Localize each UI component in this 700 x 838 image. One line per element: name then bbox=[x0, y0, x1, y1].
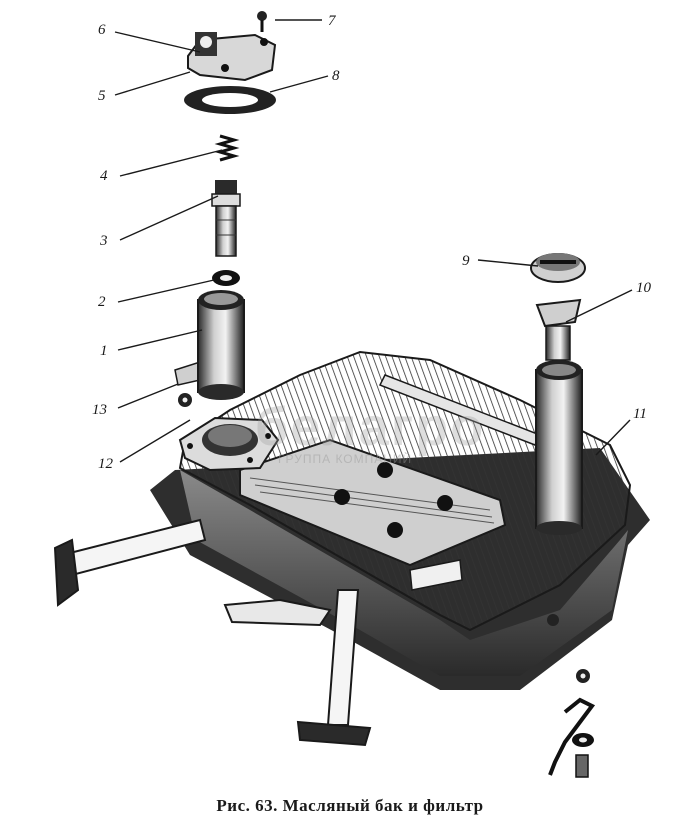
callout-numbers: 6 7 5 8 4 3 2 1 13 12 9 10 11 bbox=[92, 13, 652, 472]
tank-rib-panel bbox=[239, 438, 507, 567]
callout-8: 8 bbox=[332, 68, 340, 84]
tank-front-fitting bbox=[409, 559, 463, 591]
callout-1: 1 bbox=[100, 343, 108, 359]
tank-side-plug bbox=[547, 614, 559, 626]
callout-13: 13 bbox=[92, 402, 107, 418]
tank-side-wall bbox=[180, 470, 628, 676]
watermark-subtitle: ГРУППА КОМПАНИЙ bbox=[278, 452, 413, 466]
gasket-8 bbox=[184, 86, 276, 114]
front-strap-foot bbox=[296, 720, 372, 747]
filler-strainer-10 bbox=[535, 298, 582, 361]
callout-3: 3 bbox=[99, 233, 108, 249]
bracket bbox=[223, 598, 332, 627]
filler-neck-11 bbox=[535, 360, 583, 535]
front-strap bbox=[326, 589, 360, 726]
drain-bolt bbox=[575, 754, 589, 778]
figure-caption: Рис. 63. Масляный бак и фильтр bbox=[216, 796, 484, 815]
callout-4: 4 bbox=[100, 168, 108, 184]
filter-element-3 bbox=[211, 180, 241, 257]
filler-cap-9 bbox=[530, 253, 586, 283]
callout-5: 5 bbox=[98, 88, 106, 104]
watermark: белагро bbox=[255, 397, 486, 457]
tank-top-bolts bbox=[334, 462, 453, 538]
leader-lines bbox=[114, 19, 633, 463]
filter-cap-5-6 bbox=[187, 32, 277, 82]
left-strap-end bbox=[53, 538, 80, 607]
drain-pipe bbox=[548, 697, 596, 776]
callout-6: 6 bbox=[98, 22, 106, 38]
screw-7 bbox=[257, 11, 267, 32]
callout-7: 7 bbox=[328, 13, 337, 29]
spring-4 bbox=[214, 134, 240, 162]
flange-12 bbox=[178, 416, 280, 472]
oil-tank bbox=[150, 350, 650, 690]
filter-cup-1 bbox=[197, 290, 245, 400]
callout-9: 9 bbox=[462, 253, 470, 269]
callout-11: 11 bbox=[633, 406, 647, 422]
washer-2 bbox=[212, 270, 240, 286]
washer-13 bbox=[174, 360, 201, 407]
callout-12: 12 bbox=[98, 456, 114, 472]
callout-2: 2 bbox=[98, 294, 106, 310]
left-strap bbox=[60, 518, 207, 577]
drain-fittings bbox=[548, 669, 596, 778]
mounting-straps bbox=[53, 518, 372, 747]
callout-10: 10 bbox=[636, 280, 652, 296]
